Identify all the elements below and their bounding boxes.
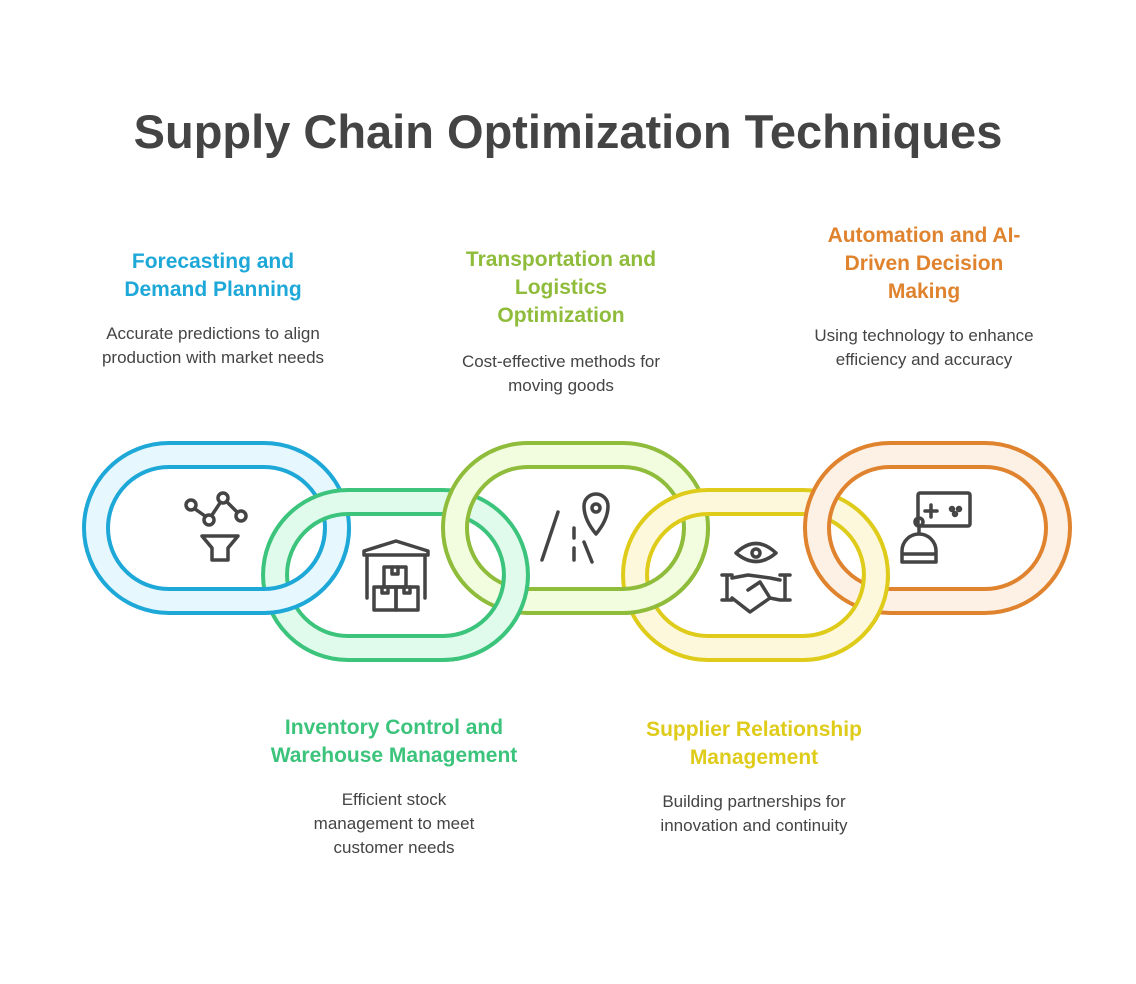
- item-desc: Cost-effective methods for moving goods: [461, 352, 661, 395]
- item-title: Forecasting and Demand Planning: [124, 250, 302, 301]
- chart-funnel-icon: [184, 491, 248, 562]
- road-pin-icon: [540, 492, 610, 564]
- page-title: Supply Chain Optimization Techniques: [133, 105, 1003, 158]
- item-desc: Accurate predictions to align production…: [101, 324, 325, 367]
- item-desc: Using technology to enhance efficiency a…: [814, 326, 1034, 369]
- item-title: Transportation and Logistics Optimizatio…: [465, 248, 657, 327]
- item-title: Inventory Control and Warehouse Manageme…: [270, 716, 518, 767]
- item-supplier: Supplier Relationship Management Buildin…: [624, 716, 884, 838]
- item-title: Automation and AI-Driven Decision Making: [827, 224, 1021, 303]
- robot-icon: [900, 491, 972, 564]
- chain-link-overlap: [603, 528, 710, 615]
- chain-link: [803, 441, 1072, 615]
- chain-link-overlap: [243, 528, 351, 615]
- warehouse-icon: [362, 539, 430, 612]
- item-inventory: Inventory Control and Warehouse Manageme…: [264, 714, 524, 860]
- item-automation: Automation and AI-Driven Decision Making…: [794, 222, 1054, 372]
- item-forecasting: Forecasting and Demand Planning Accurate…: [83, 248, 343, 370]
- item-title: Supplier Relationship Management: [646, 718, 862, 769]
- item-desc: Efficient stock management to meet custo…: [313, 790, 475, 857]
- handshake-eye-icon: [720, 541, 792, 614]
- chain-link-overlap: [423, 575, 530, 662]
- item-desc: Building partnerships for innovation and…: [660, 792, 848, 835]
- item-transportation: Transportation and Logistics Optimizatio…: [431, 246, 691, 398]
- chain-link-overlap: [785, 575, 890, 662]
